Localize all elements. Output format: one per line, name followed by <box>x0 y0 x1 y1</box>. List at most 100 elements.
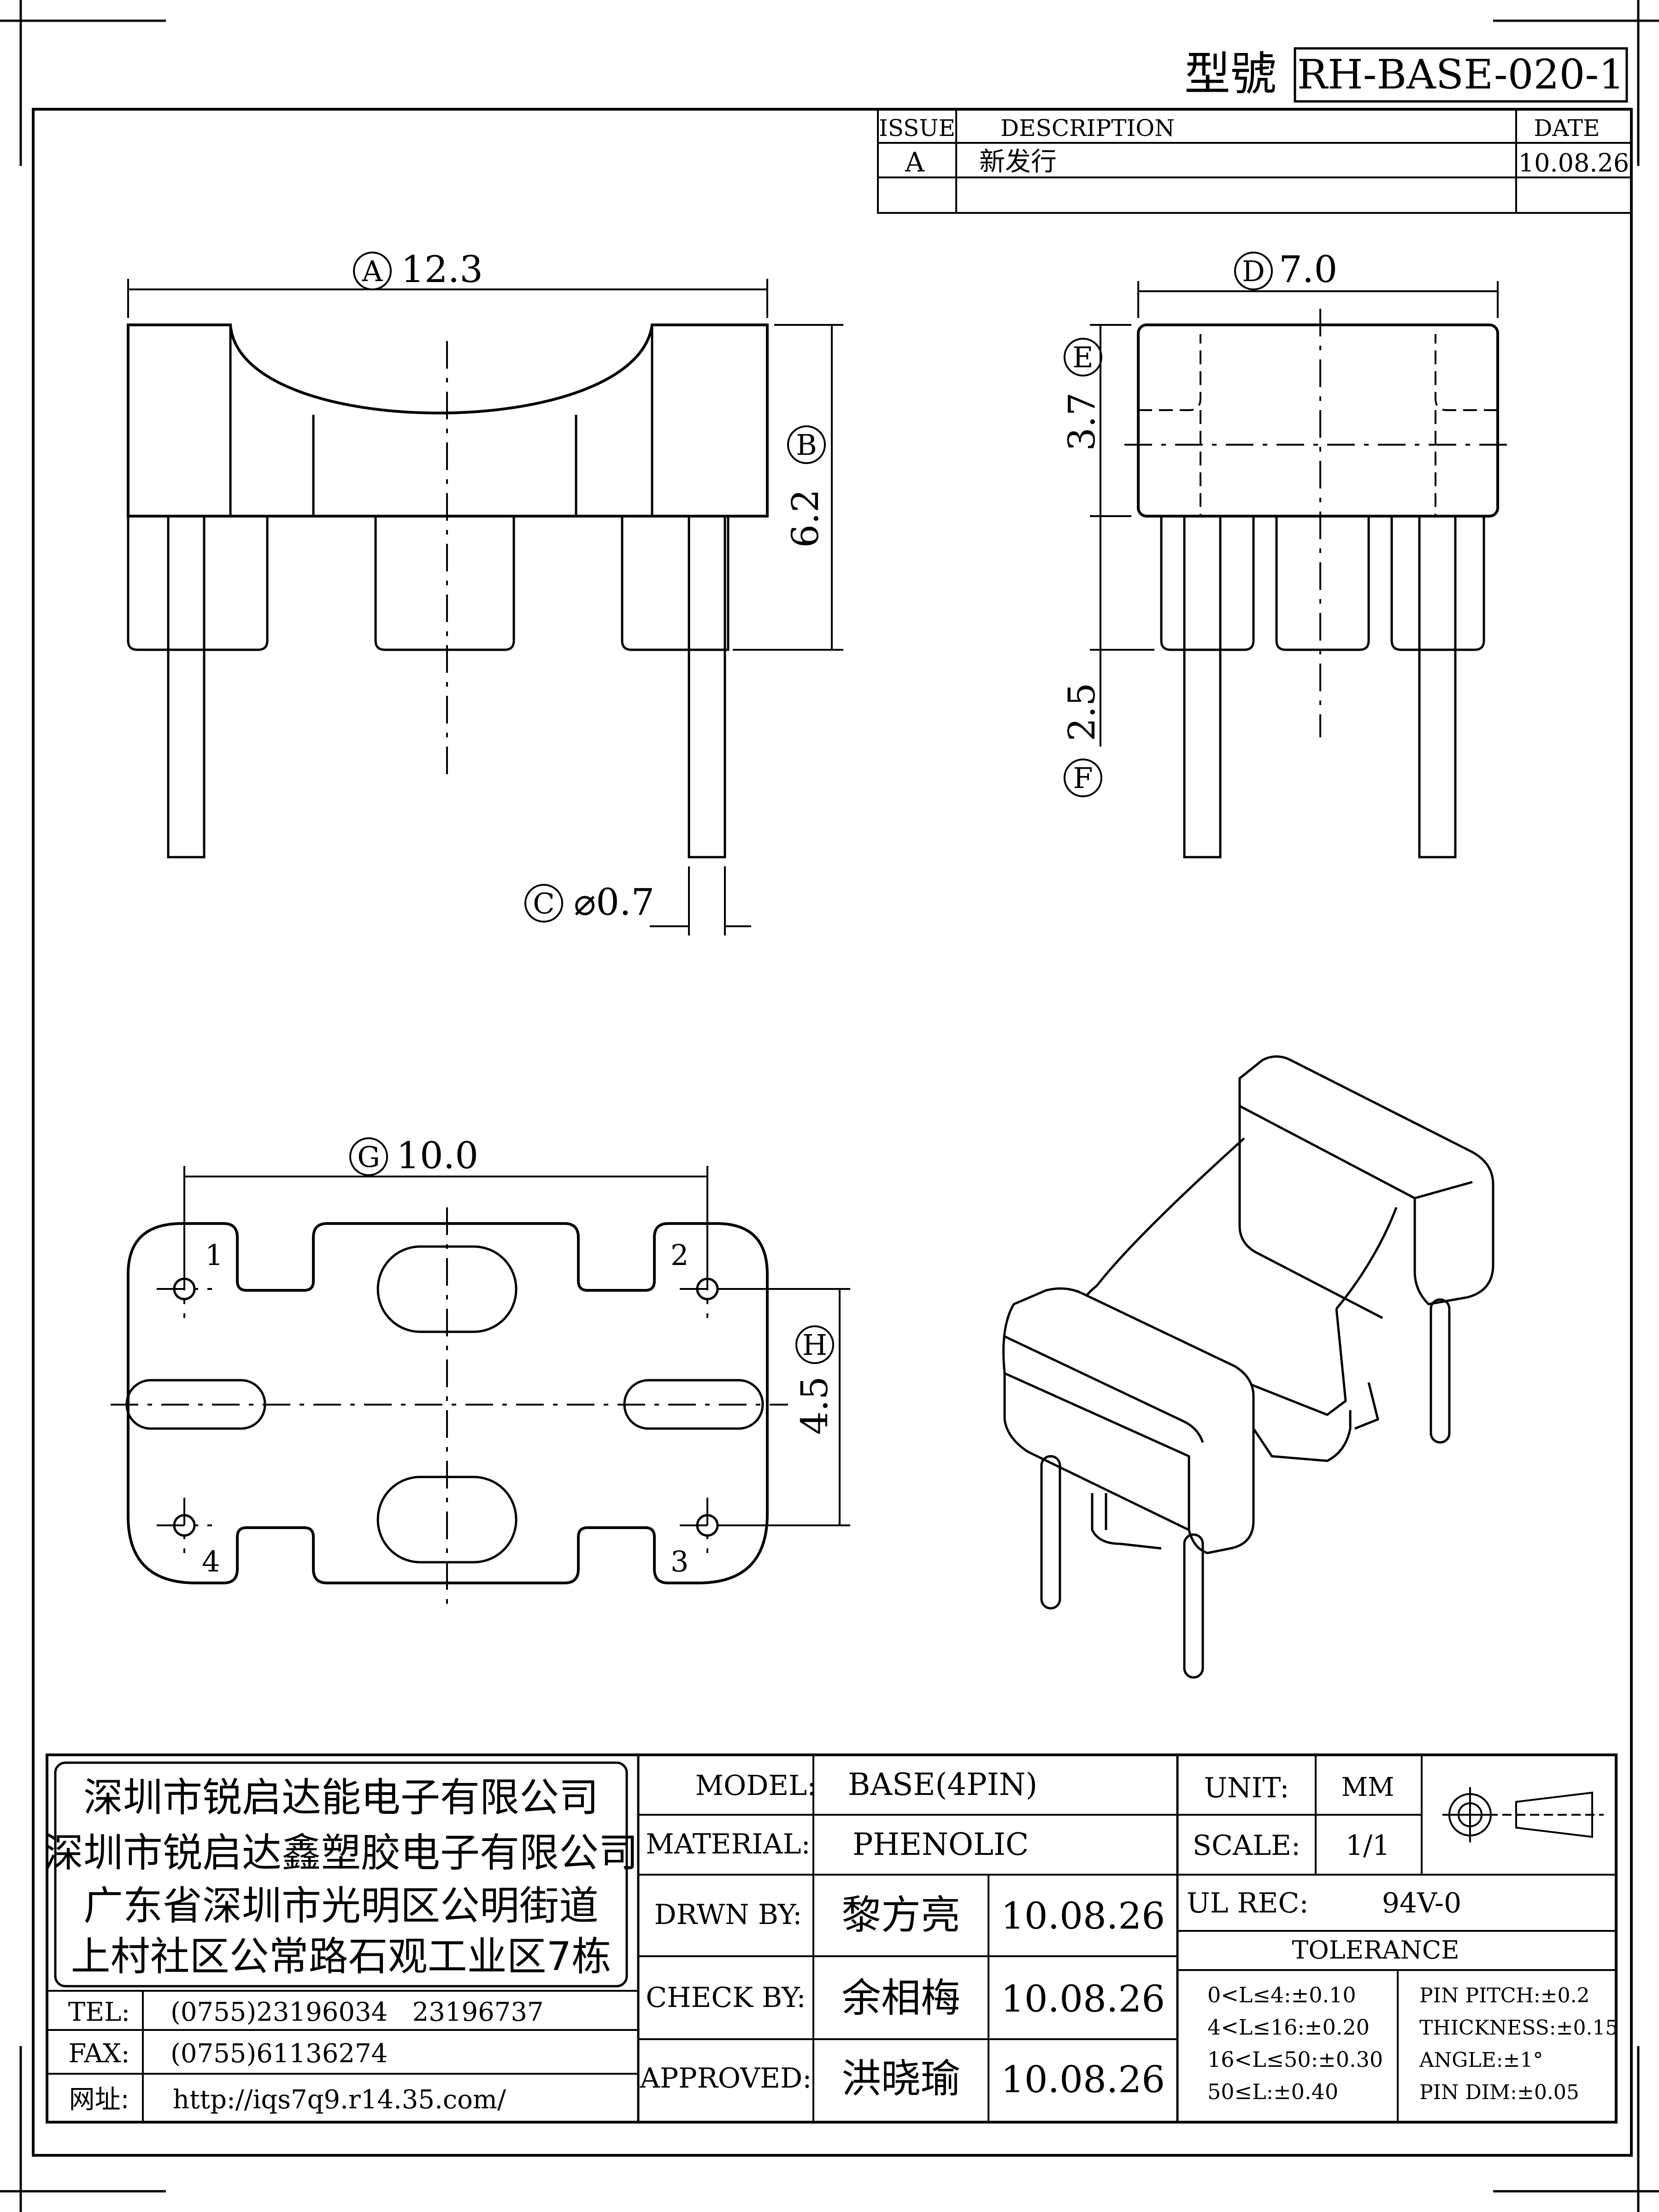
model-code-box <box>1294 47 1628 103</box>
dim-c-letter: C <box>533 887 554 920</box>
dim-b-letter: B <box>796 428 817 462</box>
company-line-3: 广东省深圳市光明区公明街道 <box>83 1883 599 1929</box>
check-label: CHECK BY: <box>646 1982 806 2014</box>
front-view <box>127 324 769 859</box>
rev-header-issue: ISSUE <box>879 115 955 141</box>
scale-value: 1/1 <box>1346 1830 1390 1862</box>
pin-number-4: 4 <box>202 1545 220 1578</box>
unit-label: UNIT: <box>1204 1772 1289 1804</box>
rev-row-description: 新发行 <box>979 147 1057 177</box>
company-line-4: 上村社区公常路石观工业区7栋 <box>71 1934 612 1980</box>
ul-label: UL REC: <box>1187 1887 1309 1919</box>
dim-g-marker <box>349 1137 388 1176</box>
check-name: 余相梅 <box>841 1975 960 2021</box>
pin-number-3: 3 <box>671 1545 688 1578</box>
dim-a-letter: A <box>362 254 383 288</box>
projection-symbol <box>1442 1787 1604 1842</box>
dim-f-marker <box>1064 759 1102 797</box>
dim-a-value: 12.3 <box>401 248 483 291</box>
dim-d-letter: D <box>1242 254 1265 288</box>
company-line-1: 深圳市锐启达能电子有限公司 <box>83 1775 599 1821</box>
side-view <box>1124 309 1512 859</box>
dim-b-value: 6.2 <box>784 489 827 547</box>
drawing-frame <box>32 108 1633 2157</box>
bottom-view <box>111 1207 788 1604</box>
drawn-name: 黎方亮 <box>841 1892 960 1938</box>
revision-table <box>877 108 1632 214</box>
dim-h-lines <box>721 1288 850 1526</box>
dim-c-marker <box>524 884 563 923</box>
side-pin-right <box>1418 515 1457 859</box>
tolerance-label: TOLERANCE <box>1292 1936 1459 1965</box>
tel-value: (0755)23196034 23196737 <box>171 1997 544 2027</box>
approved-name: 洪晓瑜 <box>841 2056 960 2102</box>
dim-e-value: 3.7 <box>1060 392 1103 451</box>
dim-b-marker <box>787 425 826 464</box>
pin-number-1: 1 <box>205 1238 223 1272</box>
rev-row-date: 10.08.26 <box>1518 148 1629 177</box>
dim-a-marker <box>353 252 392 290</box>
dim-a-lines <box>127 279 768 318</box>
tolerance-left-2: 16<L≤50:±0.30 <box>1207 2047 1383 2072</box>
dim-h-marker <box>795 1325 834 1364</box>
rev-header-description: DESCRIPTION <box>1000 115 1175 141</box>
approved-date: 10.08.26 <box>1001 2058 1165 2101</box>
check-date: 10.08.26 <box>1001 1977 1165 2020</box>
dim-g-value: 10.0 <box>396 1134 478 1177</box>
fax-label: FAX: <box>68 2039 129 2069</box>
dim-b-lines <box>733 324 843 651</box>
rev-row-issue: A <box>905 147 925 178</box>
tolerance-right-3: PIN DIM:±0.05 <box>1419 2081 1579 2104</box>
title-block-grid <box>46 1753 1618 2124</box>
tolerance-right-2: ANGLE:±1° <box>1419 2048 1543 2072</box>
tel-label: TEL: <box>68 1997 130 2027</box>
tolerance-left-3: 50≤L:±0.40 <box>1207 2079 1338 2104</box>
tolerance-right-1: THICKNESS:±0.15 <box>1419 2016 1618 2040</box>
model-label: MODEL: <box>695 1770 817 1802</box>
drawn-date: 10.08.26 <box>1001 1894 1165 1937</box>
front-view-body <box>127 324 769 518</box>
web-link[interactable]: http://iqs7q9.r14.35.com/ <box>173 2085 506 2115</box>
tolerance-right-0: PIN PITCH:±0.2 <box>1419 1984 1590 2007</box>
drawn-label: DRWN BY: <box>654 1899 802 1931</box>
iso-pin-back-right <box>1430 1298 1451 1444</box>
approved-label: APPROVED: <box>640 2062 812 2094</box>
side-view-body <box>1137 324 1499 518</box>
ul-value: 94V-0 <box>1382 1887 1462 1919</box>
dim-h-letter: H <box>802 1328 827 1362</box>
company-line-2: 深圳市锐启达鑫塑胶电子有限公司 <box>44 1830 638 1876</box>
dim-c-lines <box>650 866 751 935</box>
material-value: PHENOLIC <box>853 1827 1029 1862</box>
pin-number-2: 2 <box>671 1238 688 1272</box>
model-header: 型號 RH-BASE-020-1 <box>1184 47 1628 103</box>
bottom-view-outline <box>127 1222 769 1584</box>
dim-e-f-lines <box>1090 324 1154 747</box>
dim-g-lines <box>183 1166 708 1277</box>
dim-c-value: ⌀0.7 <box>574 881 654 924</box>
unit-value: MM <box>1341 1772 1394 1802</box>
dim-d-marker <box>1234 252 1273 290</box>
model-value: BASE(4PIN) <box>848 1767 1037 1802</box>
fax-value: (0755)61136274 <box>171 2039 388 2069</box>
dim-d-value: 7.0 <box>1279 248 1337 291</box>
web-label: 网址: <box>69 2085 129 2115</box>
dim-f-letter: F <box>1073 761 1093 795</box>
material-label: MATERIAL: <box>646 1828 811 1860</box>
iso-pin-front-right <box>1183 1533 1204 1679</box>
dim-f-value: 2.5 <box>1060 682 1103 741</box>
model-header-label: 型號 <box>1184 47 1277 101</box>
dim-e-letter: E <box>1072 341 1093 374</box>
rev-header-date: DATE <box>1534 115 1600 141</box>
iso-pin-front-left <box>1040 1455 1061 1610</box>
dim-d-lines <box>1137 281 1499 318</box>
dim-e-marker <box>1064 338 1102 377</box>
front-pin-right <box>688 515 726 859</box>
scale-label: SCALE: <box>1193 1830 1300 1862</box>
isometric-view <box>1002 1055 1494 1679</box>
tolerance-left-0: 0<L≤4:±0.10 <box>1207 1983 1356 2007</box>
tolerance-left-1: 4<L≤16:±0.20 <box>1207 2015 1370 2040</box>
dim-h-value: 4.5 <box>793 1376 836 1435</box>
dim-g-letter: G <box>357 1140 380 1174</box>
